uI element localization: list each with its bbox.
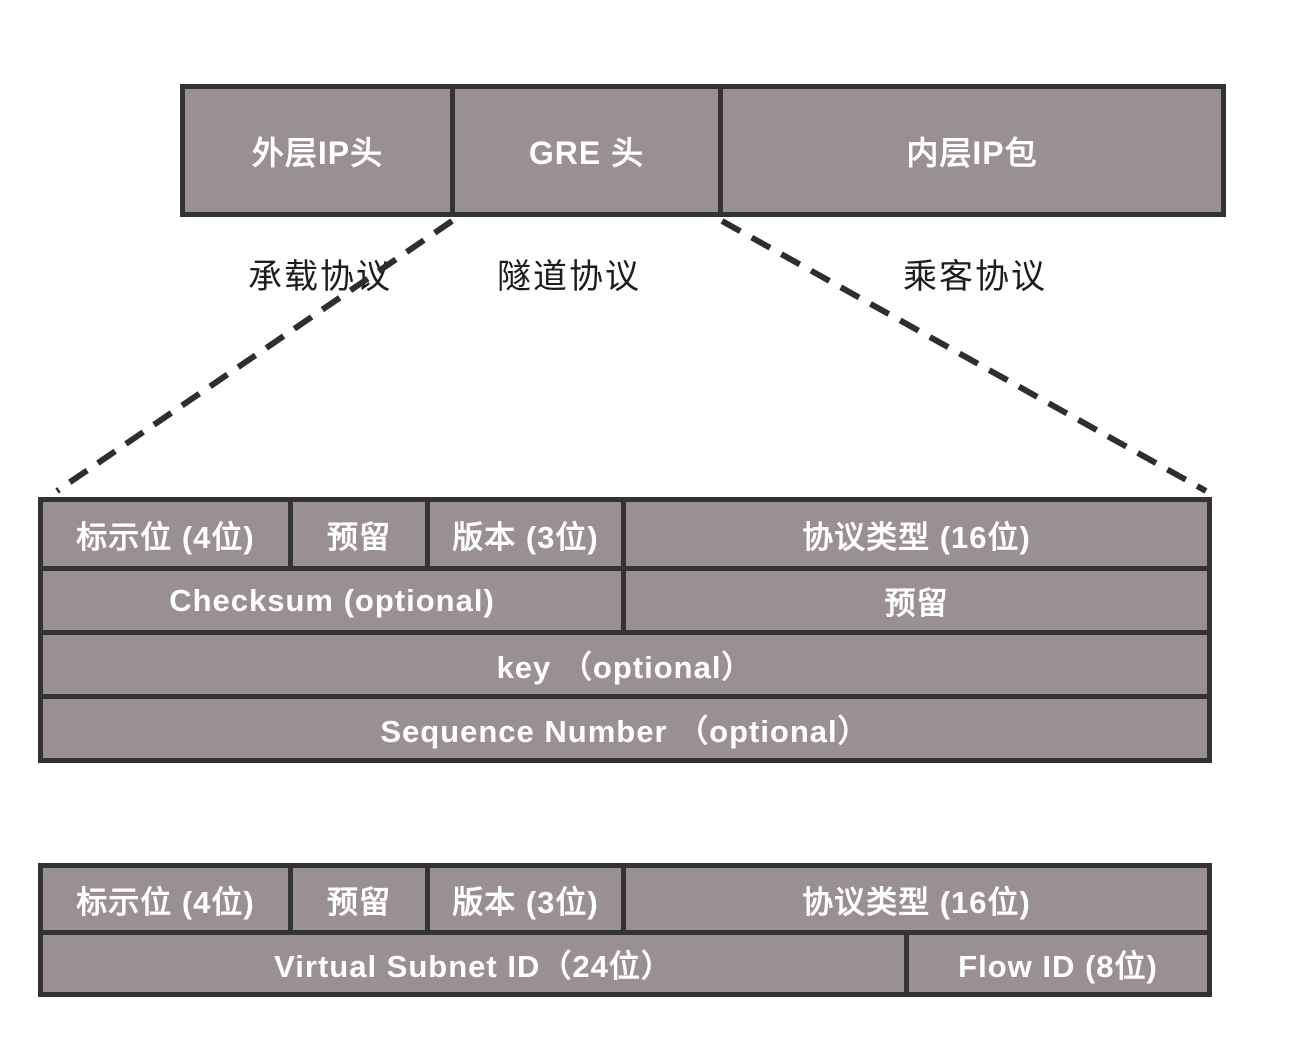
table-row: 标示位 (4位) 预留 版本 (3位) 协议类型 (16位) [43,502,1207,566]
outer-ip-header-box: 外层IP头 [185,89,450,212]
gre-header-box: GRE 头 [450,89,718,212]
field-flags-cell: 标示位 (4位) [43,502,288,566]
carrier-protocol-caption: 承载协议 [248,258,392,296]
table-row: Sequence Number （optional） [43,694,1207,758]
field-protocol-type-cell: 协议类型 (16位) [621,502,1207,566]
field-flags-cell: 标示位 (4位) [43,868,288,930]
inner-ip-packet-box: 内层IP包 [718,89,1221,212]
field-key-cell: key （optional） [43,635,1207,694]
table-row: Virtual Subnet ID（24位） Flow ID (8位) [43,930,1207,992]
passenger-protocol-caption: 乘客协议 [903,258,1047,296]
tunnel-protocol-caption: 隧道协议 [497,258,641,296]
inner-ip-packet-label: 内层IP包 [906,134,1038,171]
table-row: Checksum (optional) 预留 [43,566,1207,630]
field-sequence-number-cell: Sequence Number （optional） [43,699,1207,758]
field-protocol-type-cell: 协议类型 (16位) [621,868,1207,930]
field-version-cell: 版本 (3位) [425,868,621,930]
field-version-cell: 版本 (3位) [425,502,621,566]
field-virtual-subnet-id-cell: Virtual Subnet ID（24位） [43,935,904,992]
field-reserved2-cell: 预留 [621,571,1207,630]
table-row: key （optional） [43,630,1207,694]
field-flow-id-cell: Flow ID (8位) [904,935,1207,992]
field-reserved-cell: 预留 [288,868,425,930]
packet-structure-row: 外层IP头 GRE 头 内层IP包 [180,84,1226,217]
outer-ip-header-label: 外层IP头 [251,134,384,171]
gre-header-label: GRE 头 [528,134,645,171]
field-checksum-cell: Checksum (optional) [43,571,621,630]
gre-header-fields-table: 标示位 (4位) 预留 版本 (3位) 协议类型 (16位) Checksum … [38,497,1212,763]
table-row: 标示位 (4位) 预留 版本 (3位) 协议类型 (16位) [43,868,1207,930]
field-reserved-cell: 预留 [288,502,425,566]
nvgre-header-fields-table: 标示位 (4位) 预留 版本 (3位) 协议类型 (16位) Virtual S… [38,863,1212,997]
